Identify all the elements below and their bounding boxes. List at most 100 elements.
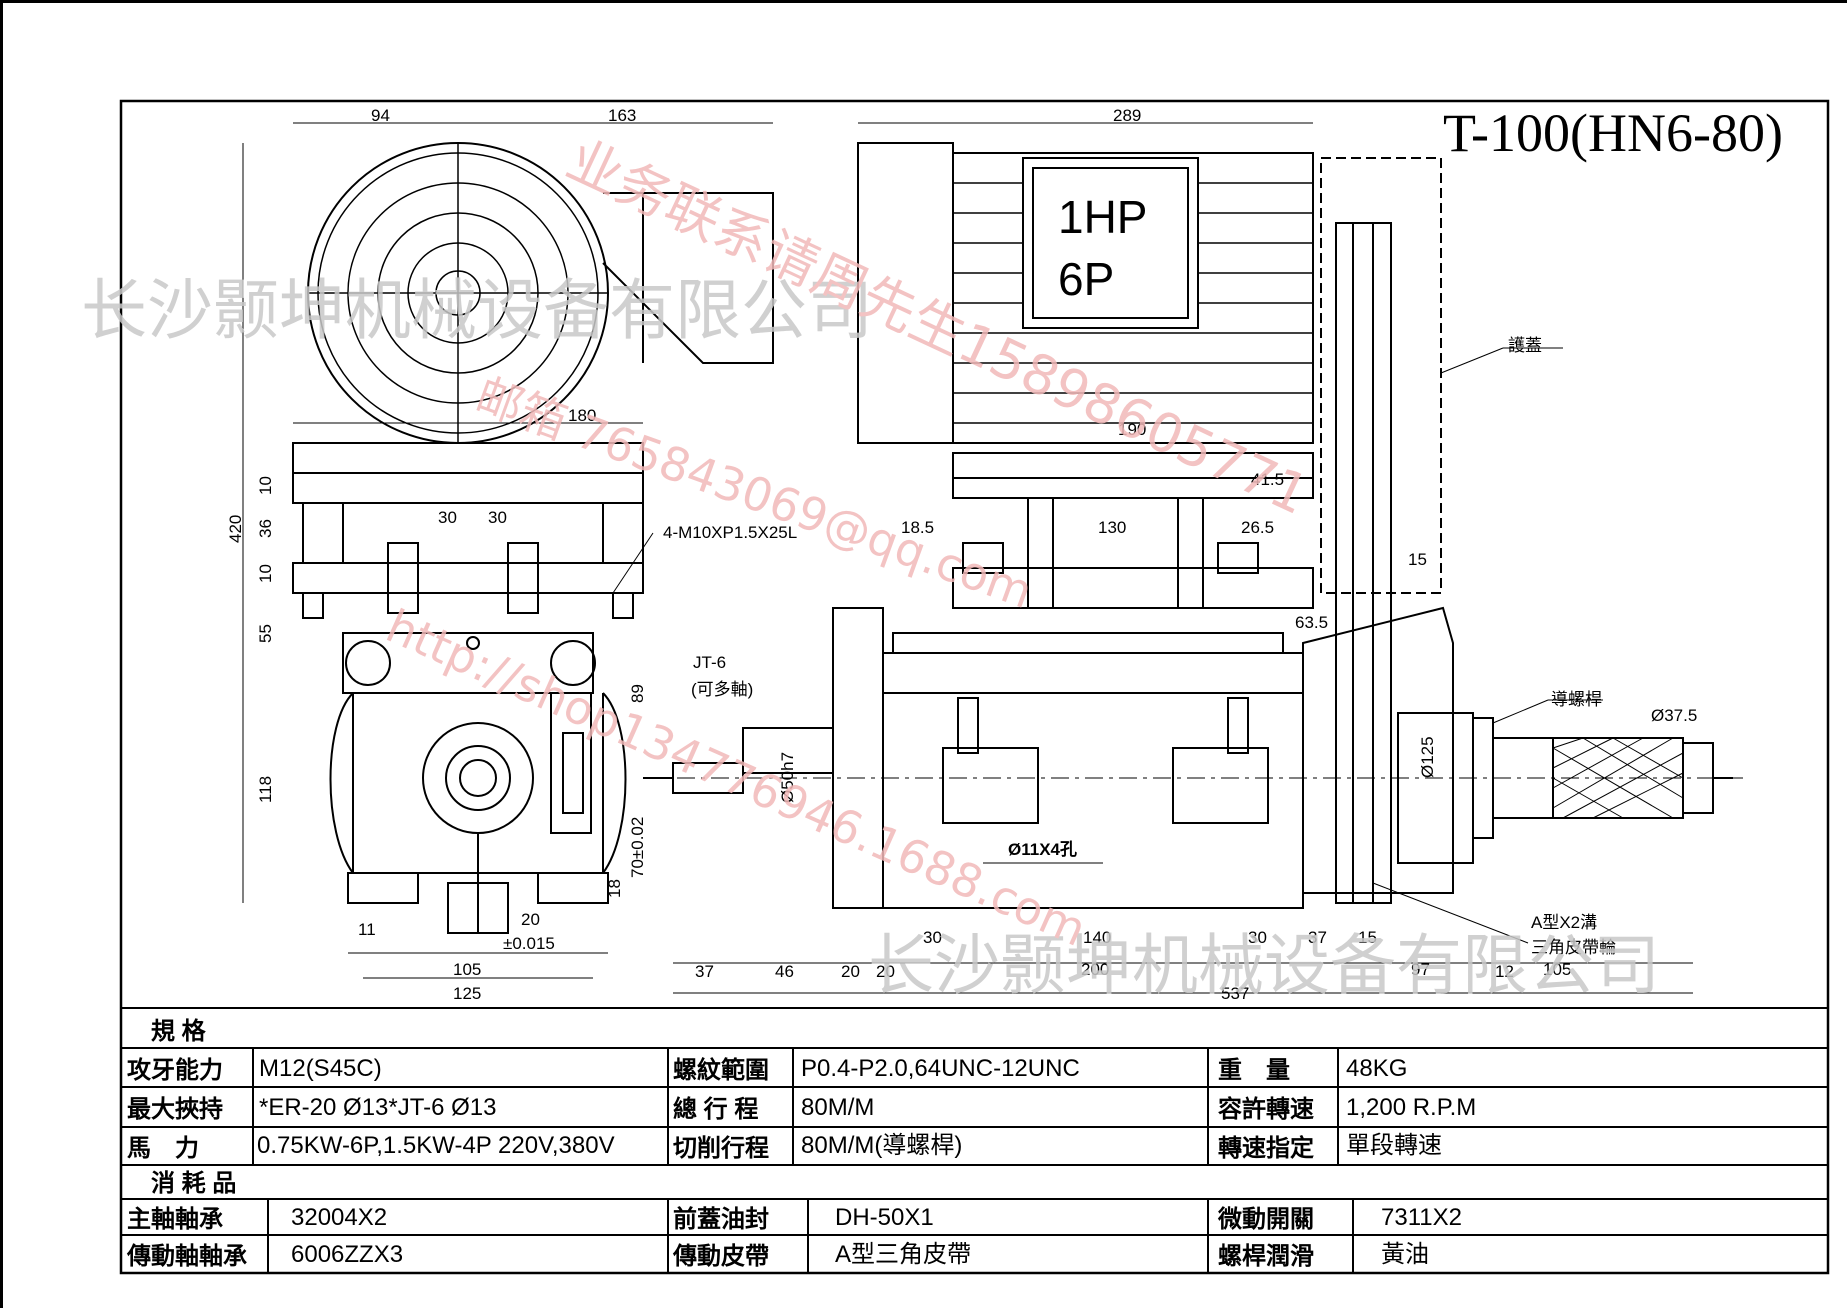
technical-drawing: T-100(HN6-80) <box>81 99 1830 1275</box>
dim-dia-125: Ø125 <box>1418 736 1437 778</box>
dim-30a: 30 <box>438 508 457 527</box>
dim-37b: 37 <box>1308 928 1327 947</box>
dim-11: 11 <box>358 920 376 939</box>
callout-leaders <box>612 347 1603 944</box>
dim-20: 20 <box>521 910 540 929</box>
dim-10a: 10 <box>256 476 275 495</box>
consumable-label: 螺桿潤滑 <box>1218 1243 1314 1270</box>
spec-label: 馬 力 <box>127 1135 199 1162</box>
dimension-lines <box>242 122 1693 994</box>
specs-rows: 攻牙能力 M12(S45C) 螺紋範圍 P0.4-P2.0,64UNC-12UN… <box>127 1055 1476 1162</box>
watermark-company-bottom: 长沙颢坤机械设备有限公司 <box>868 927 1660 1004</box>
consumable-value: 6006ZZX3 <box>291 1241 403 1268</box>
consumable-label: 主軸軸承 <box>127 1206 223 1233</box>
dim-289: 289 <box>1113 106 1141 125</box>
end-view <box>292 142 774 934</box>
dim-dia-37-5: Ø37.5 <box>1651 706 1697 725</box>
dim-12: 12 <box>1495 962 1514 981</box>
dim-125a: 125 <box>453 984 481 1003</box>
spec-value: 單段轉速 <box>1346 1132 1442 1159</box>
consumable-value: DH-50X1 <box>835 1204 934 1231</box>
spec-label: 總 行 程 <box>673 1095 758 1123</box>
consumables-heading: 消 耗 品 <box>151 1170 236 1197</box>
dim-105b: 105 <box>1543 960 1571 979</box>
spec-value: P0.4-P2.0,64UNC-12UNC <box>801 1055 1080 1082</box>
motor-power-label: 1HP <box>1058 191 1147 243</box>
spec-label: 重 量 <box>1218 1057 1290 1084</box>
consumable-value: A型三角皮帶 <box>835 1241 971 1268</box>
dim-140: 140 <box>1083 928 1111 947</box>
spec-label: 攻牙能力 <box>127 1056 223 1084</box>
spec-table-grid <box>121 1007 1828 1273</box>
dim-130: 130 <box>1098 518 1126 537</box>
dim-18-5: 18.5 <box>901 518 934 537</box>
dim-20b: 20 <box>841 962 860 981</box>
dim-18: 18 <box>605 879 624 898</box>
guard-callout: 護蓋 <box>1508 336 1542 355</box>
dim-105a: 105 <box>453 960 481 979</box>
motor-pole-label: 6P <box>1058 253 1114 305</box>
dim-30d: 30 <box>1248 928 1267 947</box>
dim-55: 55 <box>256 624 275 643</box>
dim-180: 180 <box>568 406 596 425</box>
dim-190: 190 <box>1118 420 1146 439</box>
knurled-knob <box>1552 737 1684 819</box>
side-view <box>643 142 1743 909</box>
spec-value: *ER-20 Ø13*JT-6 Ø13 <box>259 1094 496 1121</box>
dim-37a: 37 <box>695 962 714 981</box>
dim-97: 97 <box>1411 960 1430 979</box>
dim-70: 70±0.02 <box>628 817 647 878</box>
consumables-rows: 主軸軸承 32004X2 前蓋油封 DH-50X1 微動開關 7311X2 傳動… <box>126 1204 1462 1270</box>
specs-heading: 規 格 <box>151 1018 207 1045</box>
dim-30c: 30 <box>923 928 942 947</box>
pulley-callout-line2: 三角皮帶輪 <box>1531 938 1616 957</box>
pulley-callout-line1: A型X2溝 <box>1531 913 1597 932</box>
jt6-callout-line1: JT-6 <box>693 653 726 672</box>
dim-89: 89 <box>628 684 647 703</box>
dim-10b: 10 <box>256 564 275 583</box>
consumable-value: 黃油 <box>1381 1241 1429 1268</box>
consumable-value: 32004X2 <box>291 1204 387 1231</box>
drawing-title: T-100(HN6-80) <box>1443 103 1783 163</box>
dim-63-5: 63.5 <box>1295 613 1328 632</box>
spec-value: 80M/M <box>801 1094 874 1121</box>
dim-tolerance: ±0.015 <box>503 934 555 953</box>
dim-163: 163 <box>608 106 636 125</box>
spec-label: 切削行程 <box>673 1134 769 1162</box>
vertical-dimension-labels: 420 10 36 10 55 118 89 70±0.02 18 Ø50h7 … <box>226 476 1437 898</box>
consumable-label: 傳動皮帶 <box>672 1243 769 1270</box>
dim-46: 46 <box>775 962 794 981</box>
consumable-value: 7311X2 <box>1381 1204 1462 1231</box>
dim-420: 420 <box>226 515 245 543</box>
dim-15a: 15 <box>1408 550 1427 569</box>
watermark-company-top: 长沙颢坤机械设备有限公司 <box>81 272 873 349</box>
dim-20c: 20 <box>876 962 895 981</box>
bolt-callout: 4-M10XP1.5X25L <box>663 523 797 542</box>
consumable-label: 前蓋油封 <box>673 1205 769 1233</box>
dim-26-5: 26.5 <box>1241 518 1274 537</box>
jt6-callout-line2: (可多軸) <box>691 680 753 699</box>
dim-15b: 15 <box>1358 928 1377 947</box>
consumable-label: 微動開關 <box>1217 1205 1314 1233</box>
spec-label: 轉速指定 <box>1218 1134 1314 1162</box>
spec-value: 80M/M(導螺桿) <box>801 1132 962 1159</box>
callout-labels: 護蓋 導螺桿 4-M10XP1.5X25L JT-6 (可多軸) Ø11X4孔 … <box>663 336 1616 957</box>
dim-36: 36 <box>256 519 275 538</box>
dim-30b: 30 <box>488 508 507 527</box>
consumable-label: 傳動軸軸承 <box>126 1243 247 1270</box>
spec-label: 最大挾持 <box>127 1096 223 1123</box>
holes-callout: Ø11X4孔 <box>1008 840 1077 859</box>
dim-41-5: 41.5 <box>1251 470 1284 489</box>
watermark-email: 邮箱 765843069@qq.com <box>469 368 1039 620</box>
spec-label: 螺紋範圍 <box>673 1056 769 1084</box>
spec-value: 1,200 R.P.M <box>1346 1094 1476 1121</box>
drawing-border <box>119 99 1830 1275</box>
dim-94: 94 <box>371 106 390 125</box>
leadscrew-callout: 導螺桿 <box>1551 690 1602 709</box>
belt-guard <box>1320 157 1442 594</box>
spec-value: 0.75KW-6P,1.5KW-4P 220V,380V <box>257 1132 615 1159</box>
dim-200: 200 <box>1081 960 1109 979</box>
dimension-labels: 94 163 289 180 190 41.5 18.5 130 26.5 15… <box>358 106 1697 1003</box>
dim-118: 118 <box>256 776 275 803</box>
